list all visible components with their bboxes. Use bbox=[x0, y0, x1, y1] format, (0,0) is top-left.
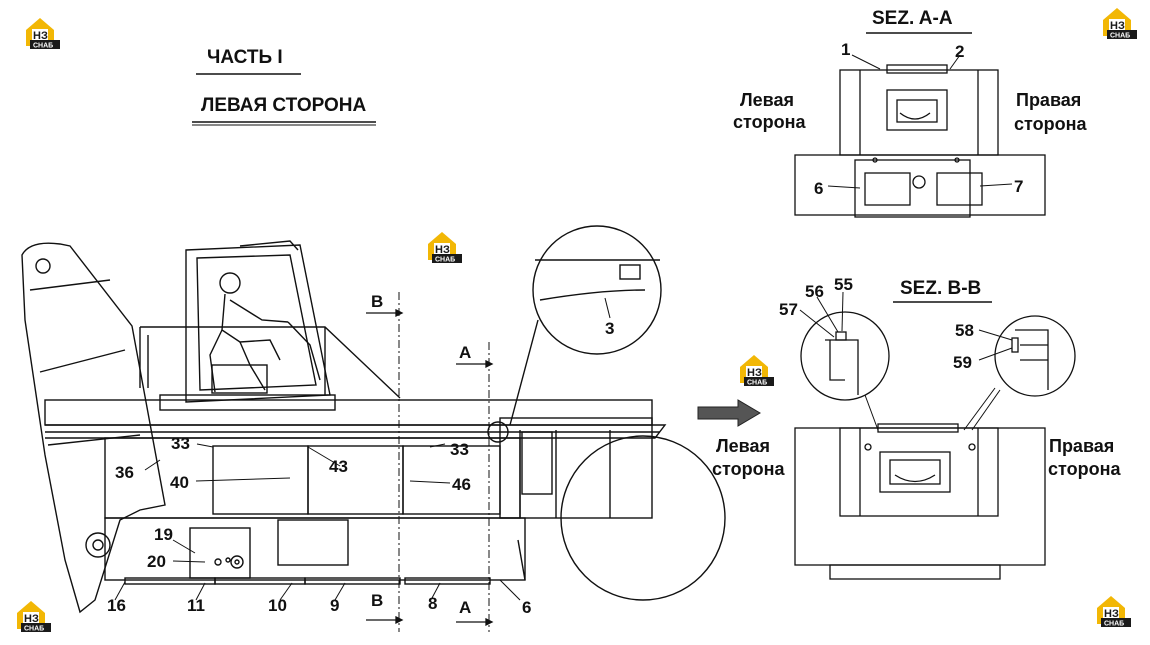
callout-7: 7 bbox=[1014, 177, 1023, 196]
leader-lines-aa bbox=[827, 54, 1013, 189]
section-mark-b-top: B bbox=[371, 292, 383, 311]
machine-side-view bbox=[21, 225, 726, 614]
svg-text:НЗ: НЗ bbox=[24, 613, 39, 625]
callout-36: 36 bbox=[115, 463, 134, 482]
svg-text:СНАБ: СНАБ bbox=[435, 257, 455, 264]
callout-11: 11 bbox=[187, 596, 205, 615]
bb-right-label-1: Правая bbox=[1049, 436, 1114, 456]
direction-arrow bbox=[697, 399, 761, 427]
callout-6-aa: 6 bbox=[814, 179, 823, 198]
logo-top-right: НЗ СНАБ bbox=[1103, 8, 1137, 40]
callout-56: 56 bbox=[805, 282, 824, 301]
svg-text:СНАБ: СНАБ bbox=[1104, 621, 1124, 628]
part-heading: ЧАСТЬ I bbox=[207, 47, 283, 68]
svg-text:СНАБ: СНАБ bbox=[747, 380, 767, 387]
logo-bottom-right: НЗ СНАБ bbox=[1097, 596, 1131, 628]
section-mark-a-bottom: A bbox=[459, 598, 471, 617]
svg-text:НЗ: НЗ bbox=[33, 30, 48, 42]
callout-6-main: 6 bbox=[522, 598, 531, 617]
aa-right-label-2: сторона bbox=[1014, 114, 1087, 134]
svg-text:СНАБ: СНАБ bbox=[24, 626, 44, 633]
callout-58: 58 bbox=[955, 321, 974, 340]
svg-text:НЗ: НЗ bbox=[1110, 20, 1125, 32]
aa-left-label-2: сторона bbox=[733, 112, 806, 132]
section-mark-b-bottom: B bbox=[371, 591, 383, 610]
svg-text:НЗ: НЗ bbox=[435, 244, 450, 256]
logo-top-left: НЗ СНАБ bbox=[26, 18, 60, 50]
callout-2: 2 bbox=[955, 42, 964, 61]
bb-left-label-1: Левая bbox=[716, 436, 770, 456]
leader-lines-bb bbox=[799, 291, 1013, 431]
section-bb-view bbox=[794, 311, 1076, 580]
callout-20: 20 bbox=[147, 552, 166, 571]
leader-lines-main bbox=[114, 297, 611, 601]
callout-16: 16 bbox=[107, 596, 126, 615]
logo-bottom-left: НЗ СНАБ bbox=[17, 601, 51, 633]
aa-right-label-1: Правая bbox=[1016, 90, 1081, 110]
svg-text:СНАБ: СНАБ bbox=[33, 43, 53, 50]
section-bb-title: SEZ. B-B bbox=[900, 278, 981, 299]
callout-9: 9 bbox=[330, 596, 339, 615]
logo-mid-right: НЗ СНАБ bbox=[740, 355, 774, 387]
logo-center: НЗ СНАБ bbox=[428, 232, 462, 264]
section-aa-title: SEZ. A-A bbox=[872, 8, 953, 29]
callout-19: 19 bbox=[154, 525, 173, 544]
callout-43: 43 bbox=[329, 457, 348, 476]
callout-3: 3 bbox=[605, 319, 614, 338]
section-mark-a-top: A bbox=[459, 343, 471, 362]
side-heading: ЛЕВАЯ СТОРОНА bbox=[201, 95, 367, 116]
section-aa-view bbox=[794, 64, 1046, 218]
bb-left-label-2: сторона bbox=[712, 459, 785, 479]
callout-57: 57 bbox=[779, 300, 798, 319]
callout-33-left: 33 bbox=[171, 434, 190, 453]
callout-8: 8 bbox=[428, 594, 437, 613]
callout-59: 59 bbox=[953, 353, 972, 372]
callout-55: 55 bbox=[834, 275, 853, 294]
svg-text:СНАБ: СНАБ bbox=[1110, 33, 1130, 40]
callout-46: 46 bbox=[452, 475, 471, 494]
aa-left-label-1: Левая bbox=[740, 90, 794, 110]
callout-1: 1 bbox=[841, 40, 850, 59]
callout-10: 10 bbox=[268, 596, 287, 615]
svg-text:НЗ: НЗ bbox=[747, 367, 762, 379]
bb-right-label-2: сторона bbox=[1048, 459, 1121, 479]
svg-text:НЗ: НЗ bbox=[1104, 608, 1119, 620]
callout-40: 40 bbox=[170, 473, 189, 492]
callout-33-right: 33 bbox=[450, 440, 469, 459]
